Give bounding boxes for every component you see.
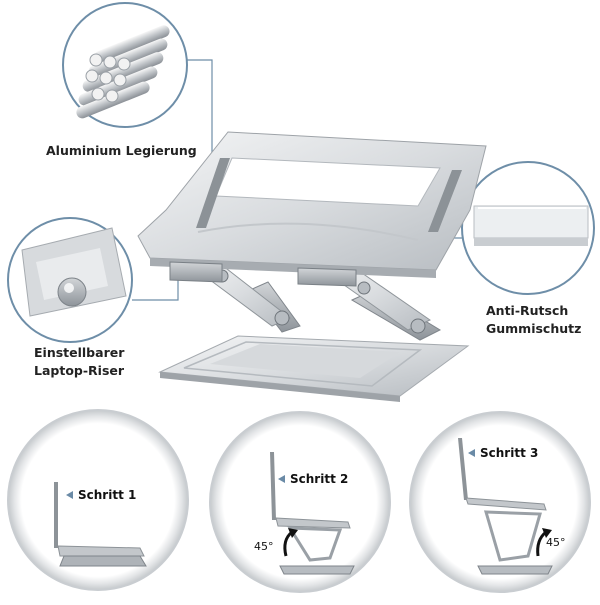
step-3-label: Schritt 3 <box>468 446 538 460</box>
step-1-label: Schritt 1 <box>66 488 136 502</box>
main-stand <box>137 131 487 402</box>
laptop-flat-icon <box>54 482 147 567</box>
step-3-panel <box>409 411 591 593</box>
step-3-text: Schritt 3 <box>480 446 539 460</box>
riser-callout <box>7 217 179 343</box>
aluminium-rods-icon <box>76 25 170 119</box>
laptop-raised-icon <box>270 452 355 575</box>
step-2-text: Schritt 2 <box>290 472 349 486</box>
step-3-angle: 45° <box>546 536 566 549</box>
rubber-pad-icon <box>473 205 589 246</box>
step-1-panel <box>7 409 189 591</box>
aluminium-callout <box>62 2 213 196</box>
laptop-high-icon <box>458 438 553 575</box>
anti-slip-label-line-1: Anti-Rutsch <box>486 303 569 318</box>
aluminium-label: Aluminium Legierung <box>46 142 197 160</box>
triangle-left-icon <box>468 449 475 457</box>
aluminium-label-text: Aluminium Legierung <box>46 143 197 158</box>
hinge-knob-icon <box>21 227 127 317</box>
triangle-left-icon <box>278 475 285 483</box>
step-2-label: Schritt 2 <box>278 472 348 486</box>
riser-label: Einstellbarer Laptop-Riser <box>34 344 124 380</box>
riser-label-line-2: Laptop-Riser <box>34 363 125 378</box>
triangle-left-icon <box>66 491 73 499</box>
step-2-panel <box>209 411 391 593</box>
anti-slip-label-line-2: Gummischutz <box>486 321 582 336</box>
anti-slip-label: Anti-Rutsch Gummischutz <box>486 302 581 338</box>
riser-label-line-1: Einstellbarer <box>34 345 125 360</box>
step-1-text: Schritt 1 <box>78 488 137 502</box>
step-2-angle: 45° <box>254 540 274 553</box>
